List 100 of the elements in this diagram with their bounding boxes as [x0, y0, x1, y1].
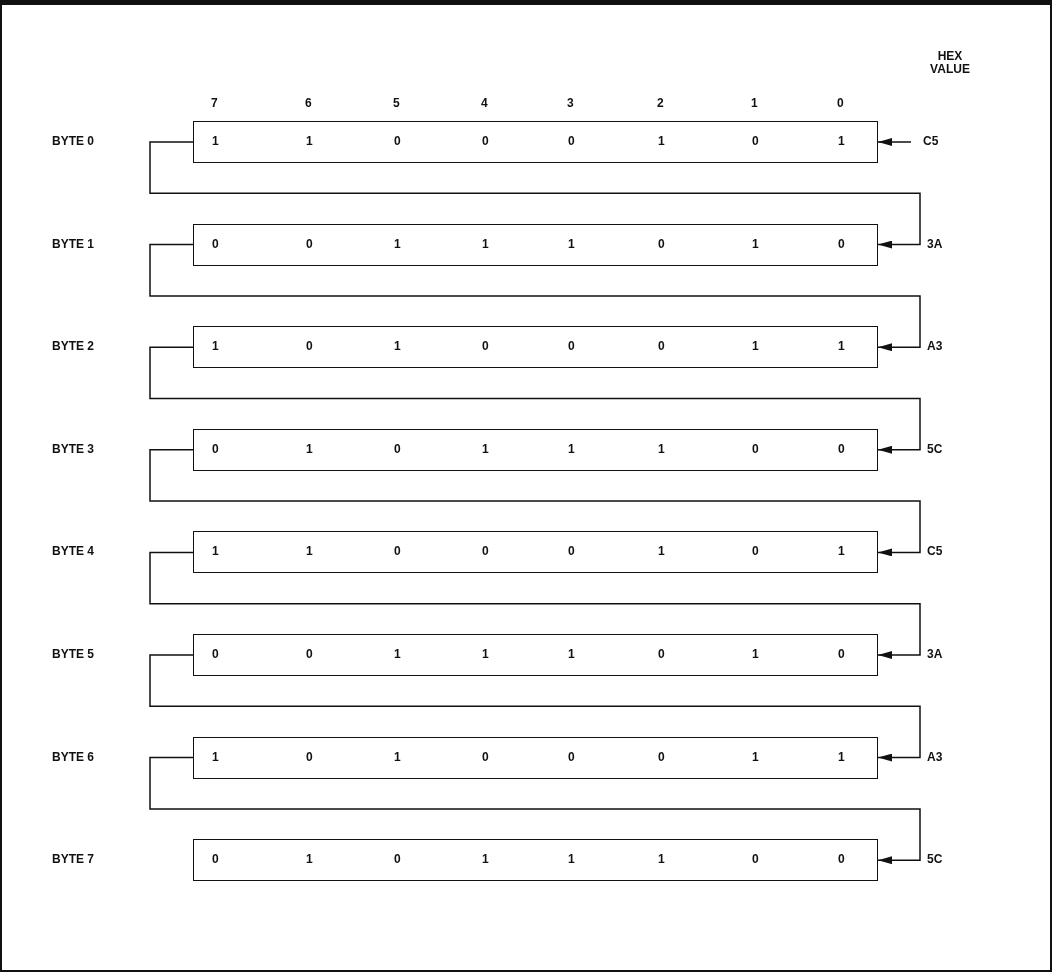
bit-value: 0	[482, 544, 489, 559]
bit-value: 1	[838, 134, 845, 148]
bit-value: 1	[394, 749, 401, 764]
bit-value: 0	[838, 236, 845, 251]
bit-number: 6	[305, 96, 312, 110]
bit-value: 0	[838, 441, 845, 456]
hex-value: 3A	[927, 236, 943, 251]
bit-number: 0	[837, 96, 844, 110]
bit-value: 1	[752, 647, 759, 661]
bit-value: 0	[306, 647, 313, 661]
bit-value: 1	[752, 339, 759, 354]
bit-value: 1	[482, 852, 489, 867]
arrow	[149, 243, 921, 352]
bit-value: 0	[482, 749, 489, 764]
bit-value: 0	[658, 647, 665, 661]
bit-value: 0	[752, 441, 759, 456]
bit-value: 0	[394, 544, 401, 559]
bit-value: 0	[752, 852, 759, 867]
bit-value: 1	[838, 339, 845, 354]
bit-value: 0	[752, 134, 759, 148]
arrow	[149, 346, 921, 454]
byte-label: BYTE 3	[52, 441, 94, 456]
bit-value: 1	[568, 441, 575, 456]
byte-label: BYTE 1	[52, 236, 94, 251]
bit-value: 1	[394, 339, 401, 354]
bit-value: 1	[658, 852, 665, 867]
arrow	[149, 654, 921, 762]
bit-number: 7	[211, 96, 218, 110]
bit-value: 0	[568, 339, 575, 354]
hex-value: 5C	[927, 441, 943, 456]
bit-value: 0	[394, 134, 401, 148]
bit-value: 1	[568, 647, 575, 661]
bit-value: 1	[658, 441, 665, 456]
bit-value: 1	[306, 852, 313, 867]
bit-value: 0	[212, 852, 219, 867]
bit-value: 1	[752, 749, 759, 764]
byte-label: BYTE 2	[52, 339, 94, 354]
byte-register	[193, 839, 878, 882]
bit-value: 0	[306, 339, 313, 354]
bit-value: 1	[752, 236, 759, 251]
byte-label: BYTE 4	[52, 544, 94, 559]
arrow	[149, 551, 921, 659]
bit-value: 0	[394, 852, 401, 867]
hex-value: 5C	[927, 852, 943, 867]
hex-value: C5	[927, 544, 943, 559]
byte-register	[193, 326, 878, 369]
byte-register	[193, 531, 878, 574]
byte-register	[193, 223, 878, 266]
bit-value: 0	[658, 749, 665, 764]
bit-value: 1	[838, 544, 845, 559]
bit-number: 5	[393, 96, 400, 110]
arrow	[877, 138, 912, 146]
bit-value: 1	[306, 134, 313, 148]
bit-number: 1	[751, 96, 758, 110]
bit-value: 1	[212, 134, 219, 148]
bit-value: 1	[568, 852, 575, 867]
bit-value: 0	[212, 647, 219, 661]
bit-value: 1	[306, 441, 313, 456]
bit-value: 0	[212, 236, 219, 251]
bit-value: 0	[658, 236, 665, 251]
bit-number: 3	[567, 96, 574, 110]
bit-value: 0	[568, 749, 575, 764]
hex-value: C5	[923, 134, 939, 148]
bit-value: 0	[306, 749, 313, 764]
bit-number: 2	[657, 96, 664, 110]
column-header: HEX VALUE	[930, 50, 970, 76]
bit-value: 1	[306, 544, 313, 559]
hex-value: 3A	[927, 647, 943, 661]
byte-label: BYTE 0	[52, 134, 94, 148]
bit-value: 1	[838, 749, 845, 764]
arrow	[149, 141, 921, 249]
bit-value: 0	[838, 852, 845, 867]
bit-value: 1	[482, 647, 489, 661]
byte-register	[193, 121, 878, 163]
bit-value: 0	[482, 134, 489, 148]
hex-value: A3	[927, 749, 943, 764]
bit-value: 0	[482, 339, 489, 354]
bit-value: 0	[568, 134, 575, 148]
hex-value: A3	[927, 339, 943, 354]
bit-value: 1	[482, 441, 489, 456]
bit-value: 1	[212, 339, 219, 354]
bit-value: 1	[482, 236, 489, 251]
bit-value: 0	[212, 441, 219, 456]
bit-value: 0	[568, 544, 575, 559]
byte-register	[193, 634, 878, 676]
byte-label: BYTE 6	[52, 749, 94, 764]
bit-value: 0	[306, 236, 313, 251]
bit-value: 0	[394, 441, 401, 456]
bit-value: 0	[838, 647, 845, 661]
bit-value: 1	[658, 134, 665, 148]
bit-value: 0	[658, 339, 665, 354]
bit-value: 1	[394, 647, 401, 661]
bit-value: 1	[658, 544, 665, 559]
bit-value: 1	[568, 236, 575, 251]
bit-value: 1	[212, 544, 219, 559]
byte-register	[193, 428, 878, 471]
arrow	[149, 756, 921, 865]
bit-value: 1	[212, 749, 219, 764]
byte-register	[193, 736, 878, 779]
arrow	[149, 449, 921, 557]
